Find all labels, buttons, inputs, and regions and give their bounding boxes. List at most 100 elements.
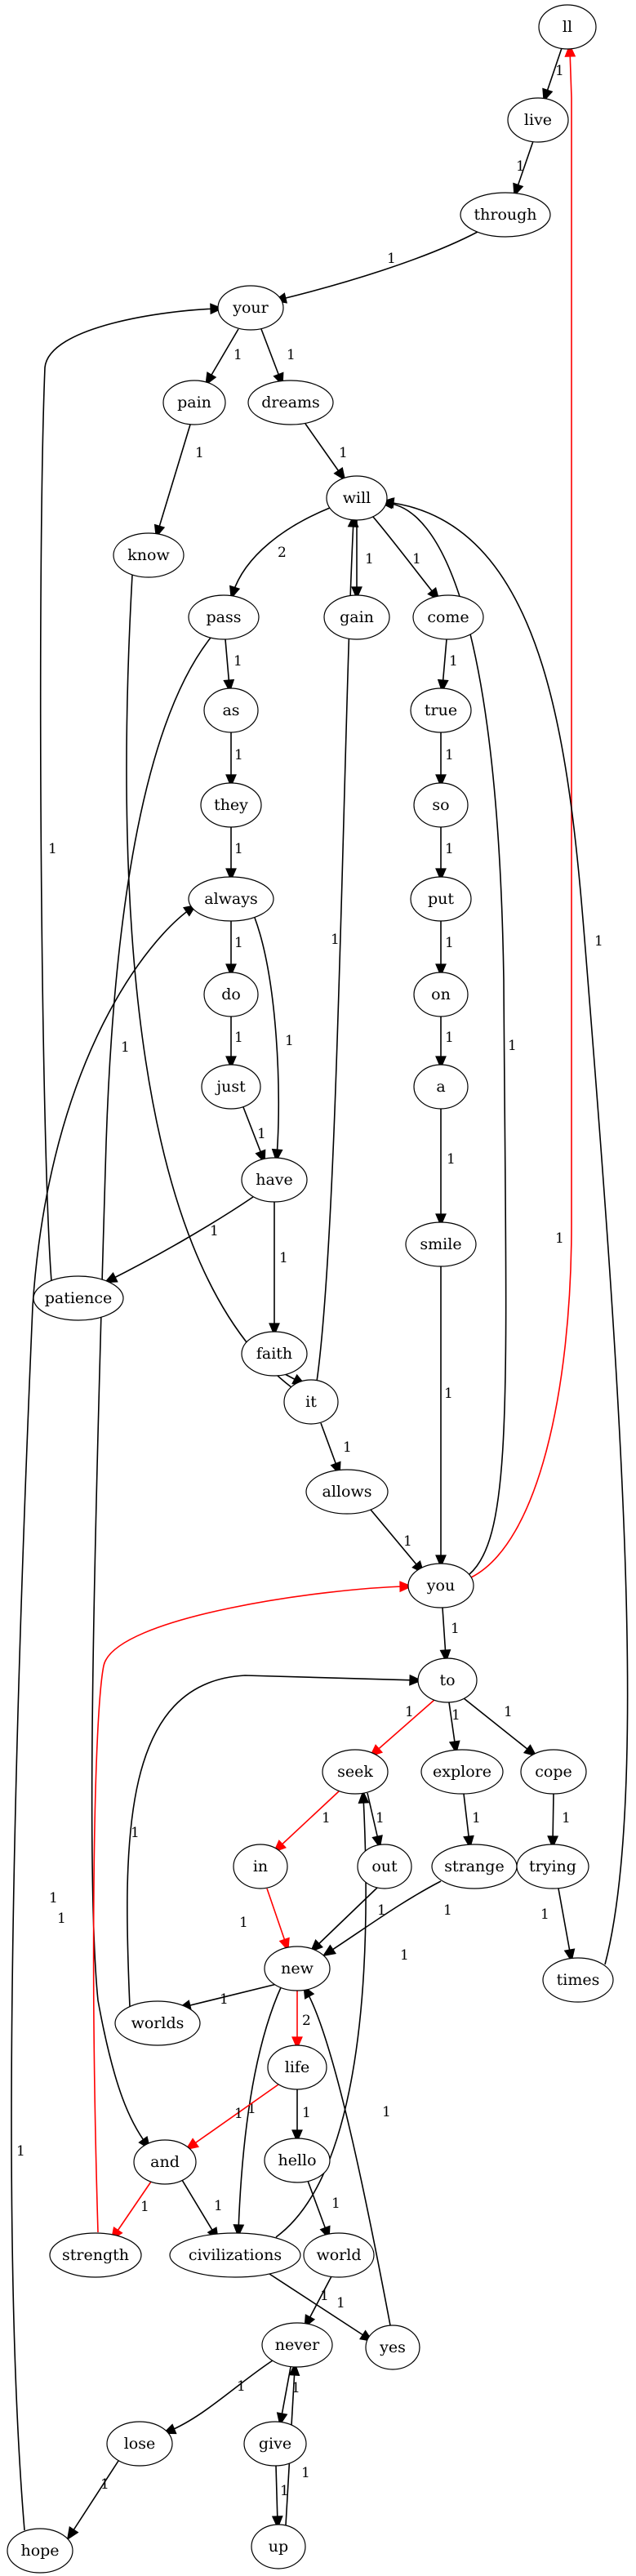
node-ellipse — [413, 782, 469, 828]
edge-line — [225, 638, 230, 687]
node-label: ll — [563, 18, 572, 36]
edge-weight-label: 1 — [445, 747, 454, 763]
edge-weight-label: 1 — [331, 2196, 340, 2212]
node-label: do — [221, 985, 241, 1003]
edge-strength-to-you: 1 — [57, 1581, 413, 2233]
edge-weight-label: 1 — [504, 1704, 513, 1720]
node-label: strange — [444, 1857, 504, 1875]
arrowhead — [448, 1740, 460, 1755]
node-yes: yes — [365, 2325, 420, 2370]
node-ellipse — [7, 2528, 73, 2574]
arrowhead — [269, 1323, 280, 1337]
edge-weight-label: 1 — [387, 251, 396, 267]
edge-line — [470, 49, 572, 1578]
edge-new-to-life: 2 — [291, 1991, 311, 2050]
node-ellipse — [542, 1957, 614, 2003]
node-ellipse — [114, 2000, 201, 2046]
node-dreams: dreams — [247, 380, 334, 425]
edge-weight-label: 1 — [210, 1223, 219, 1239]
edge-weight-label: 1 — [234, 1030, 243, 1046]
arrowhead — [225, 1056, 237, 1070]
node-label: have — [256, 1171, 293, 1189]
node-ellipse — [412, 594, 484, 640]
edge-your-to-dreams: 1 — [260, 328, 296, 387]
arrowhead — [542, 87, 554, 103]
node-smile: smile — [405, 1221, 477, 1267]
edge-strange-to-new: 1 — [322, 1880, 452, 1957]
edge-line — [91, 637, 211, 2146]
edge-your-to-pain: 1 — [205, 328, 242, 386]
edge-seek-to-out: 1 — [367, 1792, 385, 1849]
edge-line — [545, 47, 563, 97]
node-ellipse — [113, 532, 185, 578]
edge-dreams-to-will: 1 — [305, 423, 348, 482]
edge-weight-label: 1 — [239, 1915, 248, 1931]
arrowhead — [229, 585, 241, 600]
edge-weight-label: 1 — [365, 551, 374, 567]
edge-weight-label: 1 — [320, 2288, 329, 2304]
node-ellipse — [322, 1749, 389, 1795]
arrowhead — [435, 774, 447, 788]
node-faith: faith — [241, 1331, 308, 1377]
node-ellipse — [538, 4, 597, 50]
node-ellipse — [241, 1331, 308, 1377]
edge-weight-label: 1 — [451, 1621, 460, 1637]
edge-weight-label: 1 — [444, 1386, 453, 1402]
node-label: allows — [322, 1483, 372, 1501]
node-pass: pass — [188, 594, 260, 640]
node-world: world — [303, 2232, 375, 2278]
edge-will-to-pass: 2 — [229, 507, 331, 600]
edge-line — [320, 1422, 339, 1470]
edge-line — [167, 2360, 274, 2432]
arrowhead — [347, 514, 359, 527]
edge-lose-to-hope: 1 — [66, 2460, 119, 2541]
node-ellipse — [413, 1064, 469, 1110]
node-so: so — [413, 782, 469, 828]
node-ellipse — [217, 285, 284, 331]
edge-weight-label: 1 — [331, 932, 340, 948]
edge-line — [552, 1793, 554, 1844]
node-label: cope — [535, 1763, 572, 1781]
edge-weight-label: 1 — [287, 347, 296, 363]
node-cope: cope — [520, 1749, 587, 1795]
edge-line — [327, 1880, 442, 1954]
node-it: it — [283, 1379, 339, 1425]
node-ellipse — [264, 1946, 331, 1991]
edge-worlds-to-to: 1 — [127, 1674, 423, 2008]
node-label: times — [557, 1971, 600, 1989]
node-ellipse — [516, 1844, 589, 1889]
node-label: trying — [529, 1857, 576, 1875]
node-ellipse — [417, 1657, 478, 1703]
edge-weight-label: 1 — [279, 1250, 288, 1266]
node-ellipse — [357, 1844, 412, 1889]
edge-weight-label: 1 — [472, 1810, 481, 1826]
edge-line — [275, 2465, 278, 2524]
edge-weight-label: 1 — [121, 1039, 130, 1056]
edge-put-to-on: 1 — [435, 921, 454, 977]
node-label: pain — [177, 394, 211, 412]
node-through: through — [460, 192, 551, 238]
edge-weight-label: 1 — [49, 1890, 58, 1906]
node-ellipse — [33, 1275, 124, 1321]
edge-line — [275, 1795, 367, 2238]
edge-line — [109, 1196, 254, 1281]
edge-weight-label: 1 — [555, 63, 564, 79]
edge-weight-label: 1 — [234, 935, 243, 951]
edge-weight-label: 1 — [336, 2295, 345, 2311]
edge-weight-label: 1 — [400, 1947, 409, 1964]
edge-weight-label: 1 — [285, 1033, 294, 1049]
arrowhead — [439, 1648, 451, 1663]
edge-weight-label: 1 — [195, 445, 204, 461]
node-label: and — [150, 2153, 180, 2171]
node-ellipse — [201, 1064, 261, 1110]
edge-in-to-new: 1 — [239, 1888, 290, 1952]
arrowhead — [435, 963, 447, 977]
edge-line — [113, 2181, 152, 2236]
edge-line — [280, 2366, 291, 2421]
arrowhead — [291, 2036, 303, 2050]
edge-pass-to-and: 1 — [49, 637, 211, 2151]
edge-trying-to-times: 1 — [540, 1888, 576, 1963]
node-ellipse — [365, 2325, 420, 2370]
edge-weight-label: 1 — [403, 1533, 412, 1550]
